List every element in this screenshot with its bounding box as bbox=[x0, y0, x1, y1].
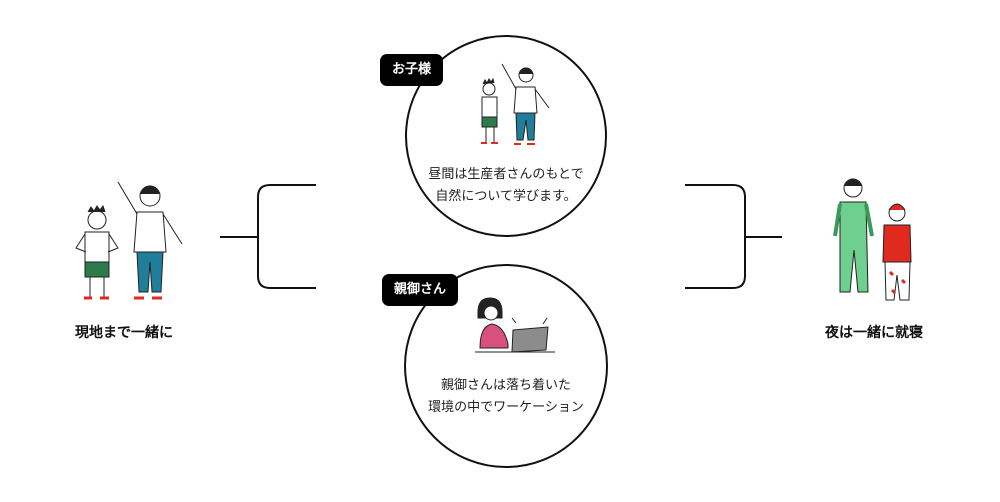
top-circle bbox=[405, 35, 607, 237]
parents-tag: 親御さん bbox=[382, 274, 459, 306]
bottom-circle bbox=[404, 264, 608, 468]
children-description-line1: 昼間は生産者さんのもとで bbox=[428, 167, 584, 182]
right-bracket bbox=[685, 184, 782, 289]
parents-description: 親御さんは落ち着いた 環境の中でワーケーション bbox=[406, 375, 606, 419]
left-bracket bbox=[220, 184, 316, 289]
left-caption: 現地まで一緒に bbox=[75, 325, 173, 341]
parents-description-line2: 環境の中でワーケーション bbox=[428, 400, 584, 415]
children-description: 昼間は生産者さんのもとで 自然について学びます。 bbox=[406, 164, 606, 208]
parents-description-line1: 親御さんは落ち着いた bbox=[440, 378, 571, 393]
pajama-family-illustration-right bbox=[833, 178, 912, 301]
children-description-line2: 自然について学びます。 bbox=[435, 189, 577, 204]
children-illustration-top bbox=[481, 63, 550, 145]
children-tag: お子様 bbox=[380, 54, 444, 86]
parent-laptop-illustration bbox=[475, 297, 555, 353]
right-caption: 夜は一緒に就寝 bbox=[825, 325, 923, 341]
parent-child-illustration-left bbox=[75, 181, 183, 300]
